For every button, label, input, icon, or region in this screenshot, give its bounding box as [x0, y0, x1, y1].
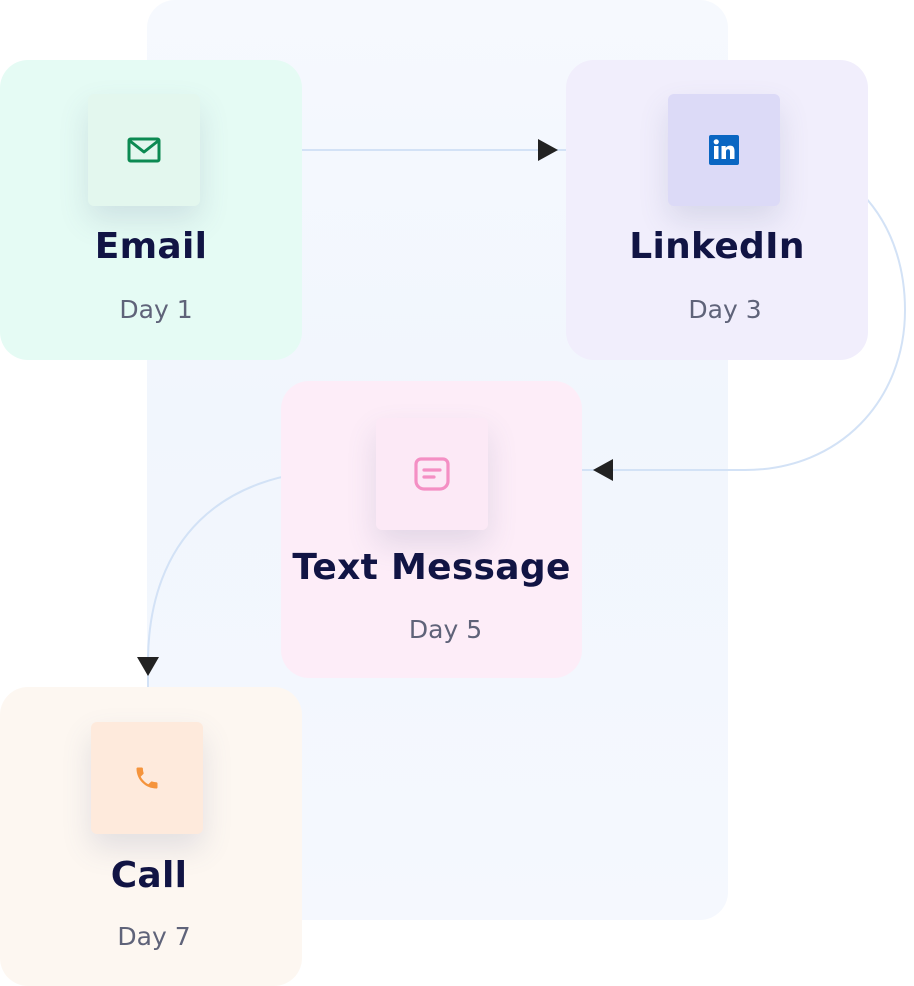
- envelope-icon: [127, 137, 161, 163]
- arrow-head: [593, 459, 613, 481]
- linkedin-icon-tile: [668, 94, 780, 206]
- phone-icon: [136, 767, 158, 789]
- step-title-email: Email: [94, 226, 208, 267]
- email-icon-tile: [88, 94, 200, 206]
- message-icon: [414, 457, 450, 491]
- step-title-linkedin: LinkedIn: [629, 226, 805, 267]
- linkedin-icon: [709, 135, 739, 165]
- step-day-call: Day 7: [117, 922, 191, 951]
- text-message-icon-tile: [376, 418, 488, 530]
- call-icon-tile: [91, 722, 203, 834]
- step-day-email: Day 1: [119, 295, 193, 324]
- step-day-linkedin: Day 3: [688, 295, 762, 324]
- step-title-text-message: Text Message: [292, 547, 571, 588]
- arrow-head: [137, 657, 159, 676]
- step-title-call: Call: [110, 855, 188, 896]
- step-day-text-message: Day 5: [408, 615, 483, 644]
- arrow-head: [538, 139, 558, 161]
